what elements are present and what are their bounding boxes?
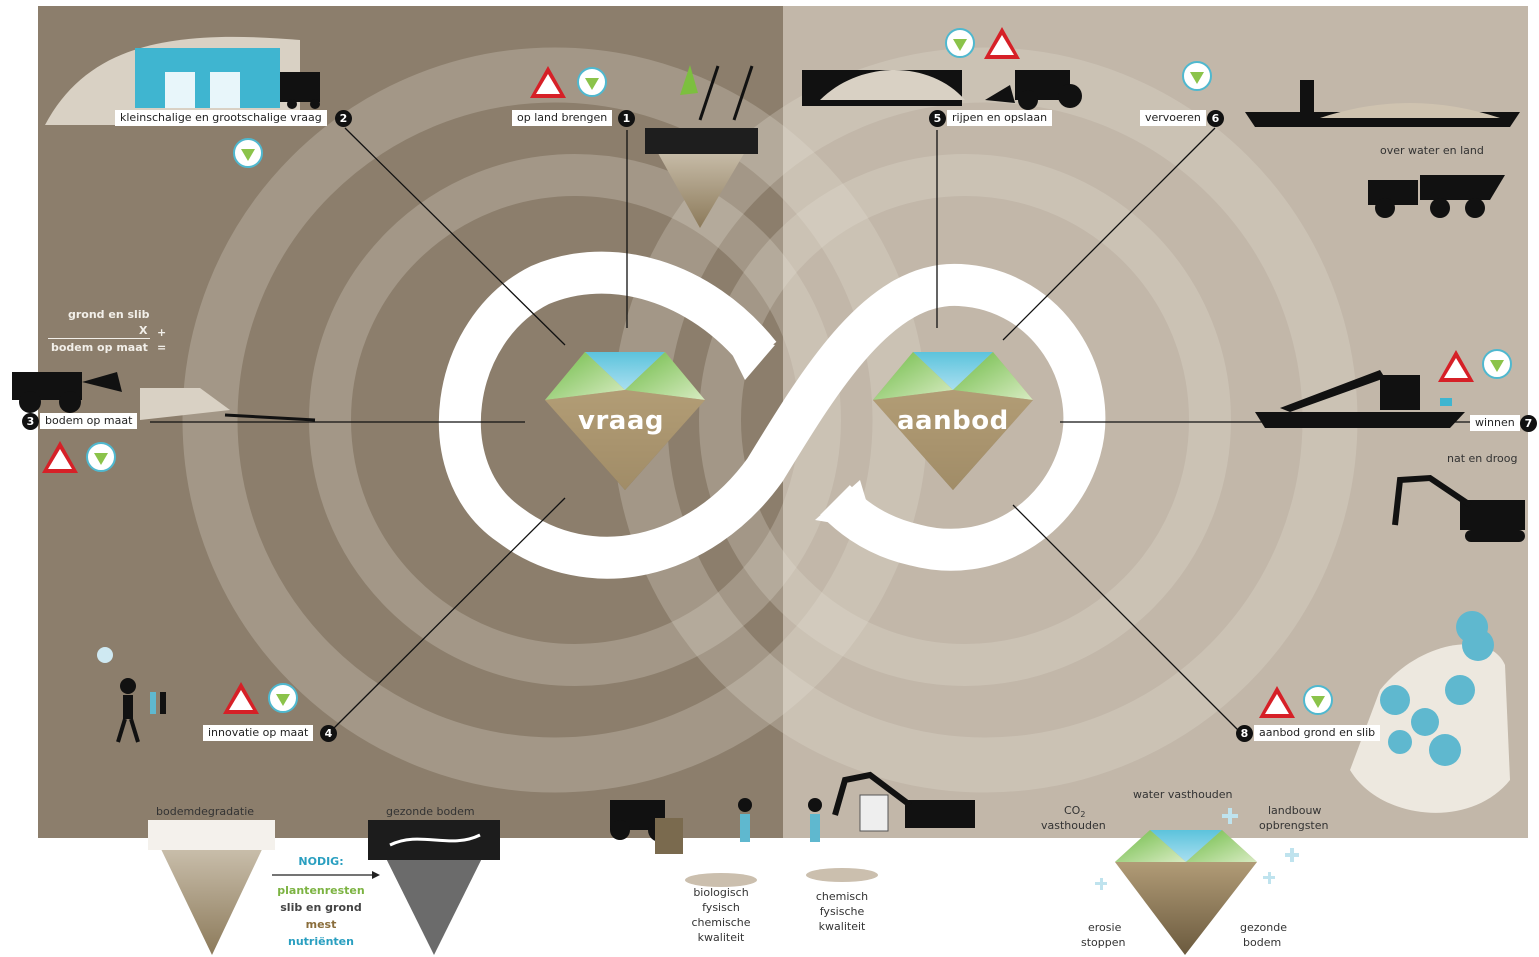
step-number-2: 2 [335, 110, 352, 127]
winning-caption: nat en droog [1447, 452, 1518, 465]
degraded-soil-cone [148, 820, 275, 955]
need-item-2: slib en grond [280, 901, 362, 914]
formula-line1: grond en slib [68, 308, 150, 321]
step-number-7: 7 [1520, 415, 1537, 432]
sparkle-icons [1095, 808, 1299, 890]
warning-shovel-icon [42, 441, 78, 473]
ship-icon [1245, 80, 1520, 127]
needed-label: NODIG: [298, 855, 344, 868]
arrow-head-left [720, 330, 775, 380]
bio-can-line1: biologisch [693, 886, 749, 899]
farm-scene [610, 798, 757, 957]
arrow-head [372, 871, 380, 879]
need-item-3: mest [305, 918, 337, 931]
diamond-icon [268, 683, 298, 713]
diamond-icon [945, 28, 975, 58]
diamond-vraag [545, 352, 705, 490]
benefit-farm-line1: landbouw [1268, 804, 1322, 817]
benefit-erosion-line2: stoppen [1081, 936, 1126, 949]
dredger-icon [1255, 370, 1465, 428]
benefit-soil-line1: gezonde [1240, 921, 1287, 934]
warehouse-scene [45, 36, 320, 125]
step-label-1: op land brengen [512, 110, 613, 126]
warning-shovel-icon [1438, 350, 1474, 382]
benefit-soil-line2: bodem [1243, 936, 1282, 949]
step-label-4: innovatie op maat [203, 725, 314, 741]
step-label-2: kleinschalige en grootschalige vraag [115, 110, 327, 126]
step-label-6: vervoeren [1140, 110, 1206, 126]
warning-shovel-icon [984, 27, 1020, 59]
step-label-3: bodem op maat [40, 413, 138, 429]
diamond-icon [233, 138, 263, 168]
step-number-6: 6 [1207, 110, 1224, 127]
benefit-water: water vasthouden [1133, 788, 1233, 801]
chem-can-line3: kwaliteit [818, 920, 866, 933]
transport-caption: over water en land [1380, 144, 1484, 157]
healthy-title: gezonde bodem [386, 805, 475, 818]
badge-group [42, 27, 1512, 718]
step-number-5: 5 [929, 110, 946, 127]
benefit-co2: CO2 [1064, 804, 1086, 820]
need-item-1: plantenresten [277, 884, 365, 897]
innovation-icon [97, 647, 166, 743]
formula-line2: bodem op maat [51, 341, 148, 354]
step-number-1: 1 [618, 110, 635, 127]
warning-shovel-icon [530, 66, 566, 98]
benefit-erosion-line1: erosie [1088, 921, 1122, 934]
soil-cone-icon [645, 65, 758, 228]
chem-can-line2: fysische [819, 905, 865, 918]
step-number-4: 4 [320, 725, 337, 742]
step-number-8: 8 [1236, 725, 1253, 742]
formula-op: X [139, 324, 148, 337]
benefit-farm-line2: opbrengsten [1259, 819, 1329, 832]
diamond-icon [1482, 349, 1512, 379]
vraag-label: vraag [578, 406, 664, 436]
bio-can-line3: chemische [691, 916, 751, 929]
benefit-co2-line2: vasthouden [1041, 819, 1106, 832]
degradation-title: bodemdegradatie [156, 805, 255, 818]
benefits-diamond [1115, 830, 1257, 955]
connector-lines [150, 127, 1515, 733]
excavator-icon [1392, 474, 1525, 542]
diamond-icon [86, 442, 116, 472]
aanbod-label: aanbod [897, 406, 1009, 436]
diamond-icon [577, 67, 607, 97]
warning-shovel-icon [223, 682, 259, 714]
step-number-3: 3 [22, 413, 39, 430]
bio-can-line2: fysisch [702, 901, 740, 914]
need-item-4: nutriënten [288, 935, 354, 948]
loader-scene [802, 70, 1082, 110]
formula-rule [48, 338, 150, 339]
tractor-icon [12, 372, 316, 422]
infinity-loop [438, 251, 1106, 579]
bio-can-line4: kwaliteit [697, 931, 745, 944]
arrow-head-right [815, 480, 875, 530]
step-label-7: winnen [1470, 415, 1520, 431]
lab-scene [806, 771, 975, 957]
map-icon [1350, 611, 1510, 813]
formula-plus: + [157, 326, 167, 339]
formula-equals: = [157, 341, 167, 354]
healthy-soil-cone [368, 820, 500, 955]
step-label-5: rijpen en opslaan [947, 110, 1053, 126]
step-label-8: aanbod grond en slib [1254, 725, 1381, 741]
truck-icon [1368, 175, 1505, 218]
warning-shovel-icon [1259, 686, 1295, 718]
diamond-icon [1182, 61, 1212, 91]
chem-can-line1: chemisch [815, 890, 869, 903]
diamond-icon [1303, 685, 1333, 715]
diamond-aanbod [873, 352, 1033, 490]
